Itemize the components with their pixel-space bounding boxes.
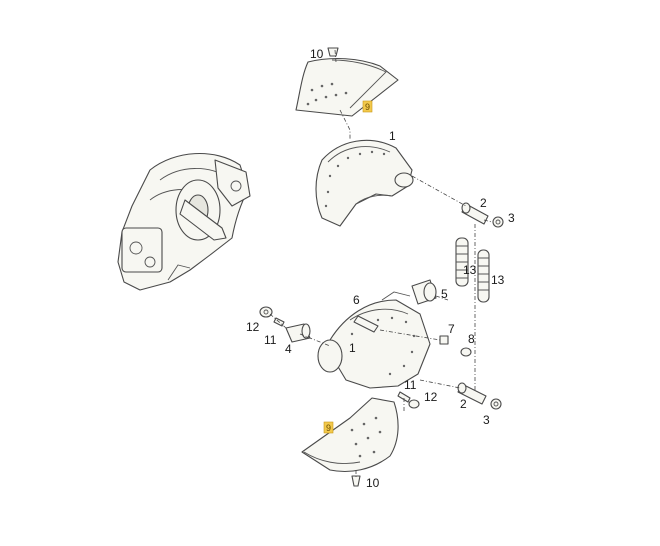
callout-lower-11: 11 <box>404 378 417 392</box>
bushing <box>285 323 311 343</box>
callout-left-4: 4 <box>285 342 292 356</box>
backing-plate-assembly <box>117 152 251 291</box>
callout-bottom-9-highlight <box>323 421 334 434</box>
return-spring-right <box>477 249 490 303</box>
callout-lower-2: 2 <box>460 397 467 411</box>
callout-bottom-9: 9 <box>326 423 331 433</box>
lower-brake-shoe <box>317 291 431 389</box>
return-spring-left <box>455 237 469 287</box>
shoe-pin <box>353 315 379 333</box>
pin-washer <box>460 347 472 357</box>
callout-upper-2: 2 <box>480 196 487 210</box>
upper-pin-clip <box>492 216 504 228</box>
lower-right-washer <box>408 399 420 409</box>
callout-upper-1: 1 <box>389 129 396 143</box>
lower-pin-clip <box>490 398 502 410</box>
top-brake-lining <box>295 58 399 117</box>
callout-upper-3: 3 <box>508 211 515 225</box>
callout-lower-1: 1 <box>349 341 356 355</box>
callout-left-11: 11 <box>264 333 277 347</box>
callout-top-9: 9 <box>365 102 370 112</box>
callout-mid-8: 8 <box>468 332 475 346</box>
upper-brake-shoe <box>315 139 414 227</box>
callout-mid-13b: 13 <box>491 273 505 287</box>
callout-lower-12: 12 <box>424 390 438 404</box>
bottom-brake-lining <box>301 397 399 473</box>
roller <box>411 279 437 305</box>
lower-right-pin <box>397 391 411 403</box>
callout-mid-7: 7 <box>448 322 455 336</box>
left-washer <box>259 306 273 318</box>
callout-left-12: 12 <box>246 320 260 334</box>
callout-mid-5: 5 <box>441 287 448 301</box>
leader-lines <box>269 49 493 478</box>
callout-top-9-highlight <box>362 100 373 113</box>
callout-lower-3: 3 <box>483 413 490 427</box>
upper-anchor-pin <box>461 202 489 225</box>
callout-mid-13a: 13 <box>463 263 477 277</box>
callout-mid-6: 6 <box>353 293 360 307</box>
callout-top-10: 10 <box>310 47 324 61</box>
pin-nut <box>439 335 449 345</box>
callouts: 10 9 1 2 3 13 13 5 6 7 8 12 11 4 1 11 12… <box>246 47 515 490</box>
bottom-rivet <box>351 475 361 487</box>
top-rivet <box>327 47 339 57</box>
callout-bottom-10: 10 <box>366 476 380 490</box>
